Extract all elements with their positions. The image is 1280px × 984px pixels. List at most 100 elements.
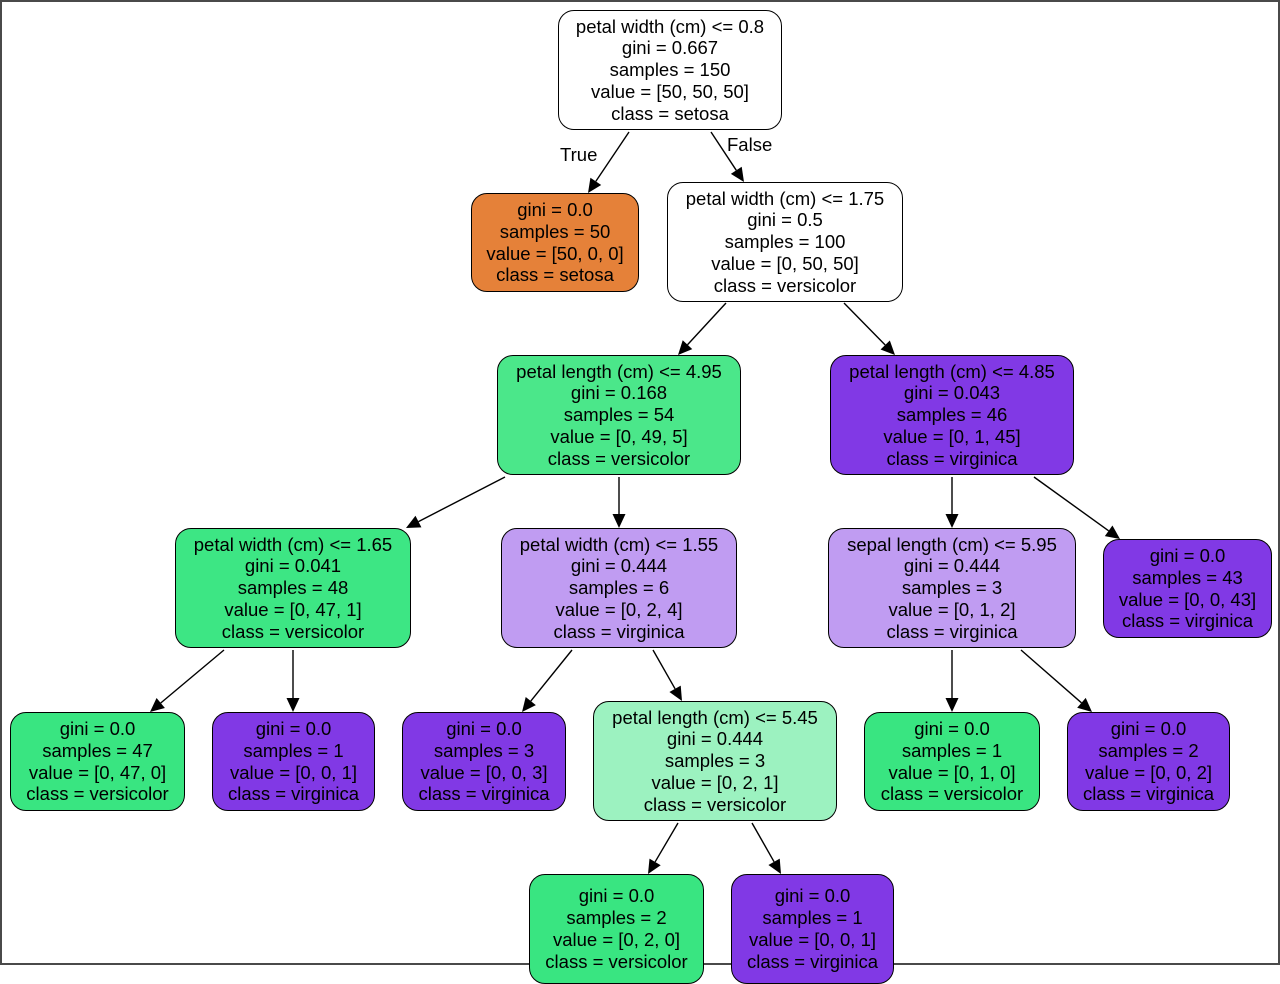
- node-line: class = virginica: [1121, 610, 1254, 632]
- node-line: samples = 6: [568, 577, 670, 599]
- node-line: samples = 47: [42, 739, 153, 761]
- node-line: value = [0, 2, 1]: [651, 771, 779, 793]
- arrowhead-2-3: [678, 340, 693, 355]
- node-line: samples = 3: [433, 739, 535, 761]
- node-line: class = versicolor: [545, 950, 688, 972]
- node-line: value = [0, 1, 2]: [888, 598, 1016, 620]
- arrowhead-0-2: [730, 166, 744, 182]
- arrowhead-3-6: [612, 514, 626, 528]
- node-line: samples = 1: [901, 739, 1003, 761]
- arrowhead-12-16: [768, 858, 781, 874]
- node-line: class = setosa: [611, 102, 729, 124]
- node-line: gini = 0.667: [621, 37, 719, 59]
- node-line: class = virginica: [418, 783, 550, 805]
- node-line: value = [0, 0, 1]: [229, 761, 358, 783]
- node-line: class = virginica: [227, 783, 360, 805]
- edge-5-9: [160, 649, 225, 704]
- node-line: value = [0, 47, 1]: [224, 598, 362, 620]
- edge-2-3: [686, 302, 727, 346]
- edge-6-11: [530, 649, 573, 702]
- node-line: gini = 0.444: [570, 555, 668, 577]
- node-line: gini = 0.0: [446, 717, 522, 739]
- arrowhead-5-10: [286, 698, 300, 712]
- edge-7-14: [1020, 649, 1082, 704]
- node-line: value = [0, 1, 0]: [888, 761, 1016, 783]
- arrowhead-7-13: [945, 698, 959, 712]
- node-line: class = versicolor: [643, 793, 787, 815]
- node-line: gini = 0.041: [244, 555, 342, 577]
- node-line: samples = 150: [609, 59, 731, 81]
- node-line: value = [0, 47, 0]: [28, 761, 167, 783]
- node-line: class = versicolor: [880, 783, 1024, 805]
- node-line: value = [0, 2, 4]: [555, 598, 683, 620]
- node-line: samples = 48: [237, 577, 349, 599]
- node-line: class = virginica: [1082, 783, 1215, 805]
- node-line: class = virginica: [746, 950, 879, 972]
- arrowhead-12-15: [648, 858, 661, 874]
- arrowhead-4-8: [1104, 525, 1120, 539]
- branch-label-false: False: [727, 134, 773, 155]
- node-line: value = [0, 0, 1]: [748, 929, 877, 950]
- branch-label-true: True: [560, 144, 598, 165]
- node-line: samples = 1: [243, 739, 344, 761]
- node-line: class = virginica: [886, 620, 1018, 642]
- node-line: samples = 2: [566, 907, 667, 929]
- node-line: class = versicolor: [713, 274, 857, 296]
- node-line: petal width (cm) <= 1.75: [685, 187, 885, 209]
- node-line: gini = 0.0: [517, 198, 593, 220]
- node-line: gini = 0.0: [59, 717, 136, 739]
- node-line: gini = 0.0: [578, 885, 655, 907]
- arrowhead-6-12: [669, 685, 682, 701]
- node-line: class = virginica: [886, 447, 1018, 469]
- tree-edges: [150, 131, 1120, 874]
- node-line: gini = 0.0: [1110, 717, 1187, 739]
- node-line: class = versicolor: [26, 783, 169, 805]
- node-line: petal length (cm) <= 5.45: [612, 706, 818, 728]
- arrowhead-5-9: [150, 698, 165, 712]
- node-line: samples = 3: [664, 750, 766, 772]
- node-line: samples = 1: [762, 907, 863, 929]
- node-line: value = [0, 0, 2]: [1084, 761, 1213, 783]
- node-line: value = [0, 0, 43]: [1118, 588, 1257, 610]
- arrowhead-3-5: [406, 515, 422, 528]
- node-line: gini = 0.043: [903, 382, 1001, 404]
- node-line: value = [50, 50, 50]: [591, 80, 749, 102]
- node-line: petal width (cm) <= 0.8: [575, 15, 765, 37]
- node-line: samples = 100: [724, 231, 846, 253]
- arrowhead-2-4: [880, 340, 895, 355]
- node-line: samples = 46: [896, 404, 1008, 426]
- edge-0-2: [710, 131, 737, 171]
- node-line: gini = 0.5: [747, 209, 823, 231]
- edge-3-5: [418, 476, 506, 523]
- node-line: samples = 43: [1132, 566, 1243, 588]
- node-line: petal length (cm) <= 4.95: [516, 360, 722, 382]
- node-line: gini = 0.0: [914, 717, 990, 739]
- node-line: value = [0, 0, 3]: [420, 761, 548, 783]
- node-line: gini = 0.0: [255, 717, 332, 739]
- node-line: samples = 3: [901, 577, 1003, 599]
- node-line: gini = 0.444: [666, 728, 764, 750]
- edge-4-8: [1033, 476, 1110, 532]
- node-line: petal width (cm) <= 1.55: [519, 533, 719, 555]
- node-line: samples = 54: [563, 404, 675, 426]
- edge-6-12: [652, 649, 676, 690]
- node-line: petal width (cm) <= 1.65: [193, 533, 393, 555]
- edge-12-16: [751, 822, 775, 863]
- node-line: samples = 2: [1098, 739, 1199, 761]
- node-line: class = versicolor: [221, 620, 365, 642]
- node-line: gini = 0.444: [903, 555, 1001, 577]
